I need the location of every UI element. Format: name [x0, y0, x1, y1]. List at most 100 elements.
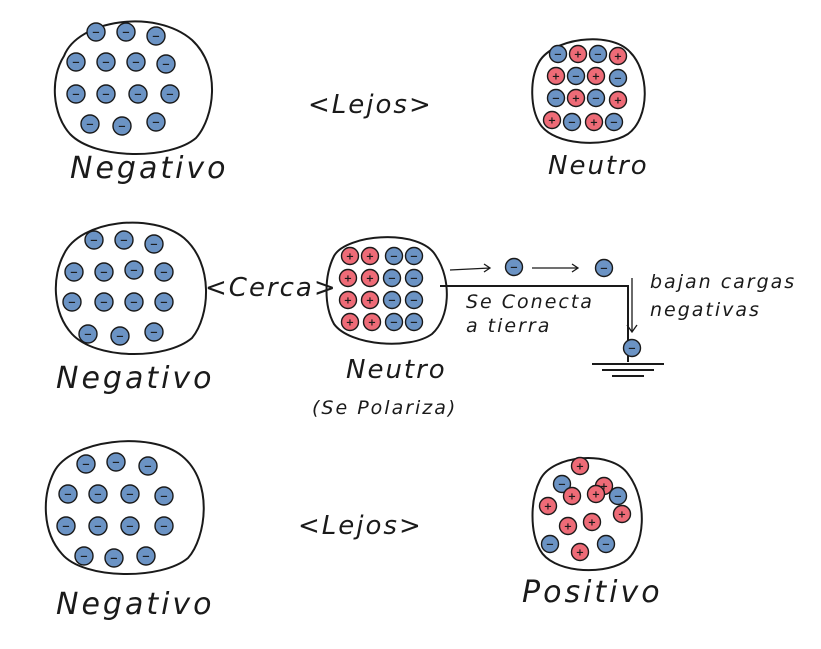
svg-text:−: −: [150, 328, 158, 339]
svg-text:−: −: [126, 490, 134, 501]
positive-charge: +: [586, 66, 606, 86]
svg-text:+: +: [548, 116, 556, 127]
negative-charge: −: [552, 474, 572, 494]
svg-text:−: −: [610, 118, 618, 129]
negative-charge: −: [608, 68, 628, 88]
negative-charge: −: [96, 84, 116, 104]
negative-charge: −: [596, 534, 616, 554]
label-neutro-polarized: Neutro: [346, 355, 447, 385]
svg-text:+: +: [552, 72, 560, 83]
negative-charge: −: [128, 84, 148, 104]
svg-text:−: −: [152, 118, 160, 129]
svg-text:+: +: [368, 318, 376, 329]
svg-text:−: −: [100, 268, 108, 279]
label-negativo-row3: Negativo: [56, 587, 215, 622]
negative-charge: −: [604, 112, 624, 132]
svg-text:−: −: [100, 298, 108, 309]
negative-charge: −: [144, 234, 164, 254]
svg-text:−: −: [112, 458, 120, 469]
flow-arrow-1: [449, 263, 492, 273]
negative-charge: −: [546, 88, 566, 108]
negative-charge: −: [94, 262, 114, 282]
svg-text:−: −: [70, 268, 78, 279]
negative-charge: −: [124, 292, 144, 312]
svg-text:+: +: [568, 492, 576, 503]
negative-charge: −: [76, 454, 96, 474]
svg-text:−: −: [628, 344, 636, 355]
svg-text:−: −: [72, 90, 80, 101]
sphere-outline: [325, 236, 448, 345]
svg-text:−: −: [94, 490, 102, 501]
flowing-electrons: −−−: [504, 257, 642, 358]
negative-charge: −: [64, 262, 84, 282]
svg-text:−: −: [390, 318, 398, 329]
svg-text:−: −: [122, 28, 130, 39]
ground-connection: [440, 285, 664, 377]
positive-charge: +: [608, 90, 628, 110]
svg-text:−: −: [614, 492, 622, 503]
svg-text:+: +: [346, 318, 354, 329]
positive-charge: +: [558, 516, 578, 536]
sphere-negative-row1: −−−−−−−−−−−−−−: [53, 20, 213, 156]
svg-text:−: −: [546, 540, 554, 551]
label-se-polariza: (Se Polariza): [312, 397, 457, 419]
positive-charge: +: [360, 246, 380, 266]
negative-charge: −: [608, 486, 628, 506]
positive-charge: +: [340, 246, 360, 266]
svg-text:+: +: [346, 252, 354, 263]
svg-text:−: −: [160, 298, 168, 309]
svg-text:−: −: [572, 72, 580, 83]
svg-text:−: −: [86, 120, 94, 131]
svg-text:+: +: [344, 296, 352, 307]
positive-charge: +: [582, 512, 602, 532]
sphere-outline: [54, 221, 207, 355]
label-neutro-row1: Neutro: [548, 151, 649, 181]
svg-text:+: +: [592, 72, 600, 83]
negative-charge: −: [66, 84, 86, 104]
negative-charge: −: [78, 324, 98, 344]
negative-charge: −: [138, 456, 158, 476]
svg-text:−: −: [116, 332, 124, 343]
negative-charge: −: [160, 84, 180, 104]
svg-text:+: +: [344, 274, 352, 285]
svg-text:−: −: [62, 522, 70, 533]
label-negativo-row1: Negativo: [70, 151, 229, 186]
sphere-outline: [531, 38, 646, 144]
label-positivo-row3: Positivo: [522, 575, 663, 610]
negative-charge: −: [58, 484, 78, 504]
charge-group: −−−−−−−−−−−−−−: [56, 452, 174, 568]
negative-charge: −: [106, 452, 126, 472]
positive-charge: +: [568, 44, 588, 64]
ground-wire: [440, 285, 629, 362]
svg-text:−: −: [162, 60, 170, 71]
relation-lejos-row1: <Lejos>: [308, 90, 433, 120]
svg-text:−: −: [614, 74, 622, 85]
negative-charge: −: [110, 326, 130, 346]
negative-charge: −: [104, 548, 124, 568]
svg-text:−: −: [410, 318, 418, 329]
svg-text:+: +: [576, 462, 584, 473]
sphere-positive-row3: +−++++−+++−+−: [531, 456, 643, 572]
svg-text:−: −: [134, 90, 142, 101]
svg-text:−: −: [600, 264, 608, 275]
charge-group: +−++++−+++−+−: [538, 456, 632, 562]
svg-text:−: −: [144, 462, 152, 473]
svg-text:−: −: [152, 32, 160, 43]
negative-charge: −: [540, 534, 560, 554]
svg-text:+: +: [618, 510, 626, 521]
positive-charge: +: [608, 46, 628, 66]
svg-text:+: +: [592, 490, 600, 501]
negative-charge: −: [126, 52, 146, 72]
negative-charge: −: [154, 516, 174, 536]
label-a-tierra: a tierra: [466, 315, 551, 337]
svg-text:−: −: [592, 94, 600, 105]
label-se-conecta: Se Conecta: [466, 291, 594, 313]
negative-charge: −: [154, 486, 174, 506]
negative-charge: −: [384, 246, 404, 266]
sphere-negative-row3: −−−−−−−−−−−−−−: [44, 440, 205, 576]
svg-text:−: −: [130, 266, 138, 277]
positive-charge: +: [586, 484, 606, 504]
negative-charge: −: [154, 292, 174, 312]
negative-charge: −: [594, 258, 614, 278]
